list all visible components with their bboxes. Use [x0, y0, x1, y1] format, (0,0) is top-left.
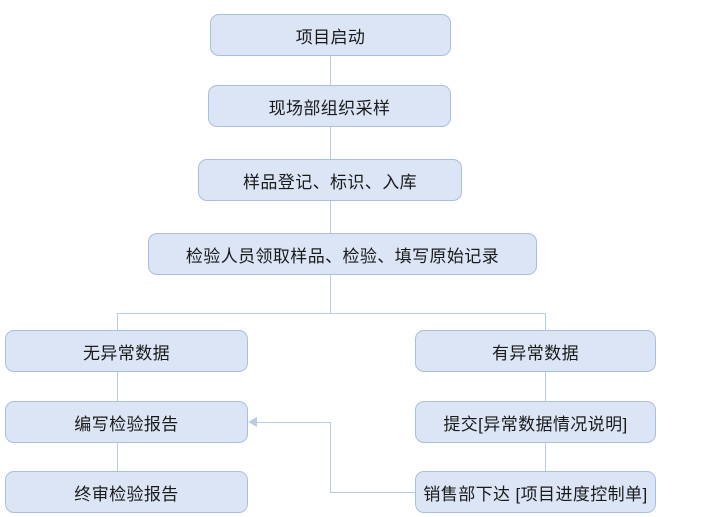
connector-feedback-to-n7 [256, 422, 331, 423]
flow-node-n4[interactable]: 检验人员领取样品、检验、填写原始记录 [148, 233, 537, 275]
flow-node-n2[interactable]: 现场部组织采样 [208, 85, 451, 127]
flow-node-n5[interactable]: 无异常数据 [5, 330, 248, 372]
flow-node-n10[interactable]: 销售部下达 [项目进度控制单] [415, 471, 656, 513]
connector-n2-to-n3 [330, 127, 331, 159]
connector-n6-to-n8 [545, 372, 546, 401]
connector-n10-feedback-h [330, 492, 416, 493]
connector-branch-bar [117, 313, 546, 314]
connector-n1-to-n2 [330, 56, 331, 85]
connector-branch-to-n5 [117, 313, 118, 330]
flow-node-n6[interactable]: 有异常数据 [415, 330, 656, 372]
connector-n7-to-n9 [117, 443, 118, 471]
flow-node-n9[interactable]: 终审检验报告 [5, 471, 248, 513]
arrowhead-arrow-into-n7 [248, 417, 257, 427]
flow-node-n7[interactable]: 编写检验报告 [5, 401, 248, 443]
connector-n4-to-branch [330, 275, 331, 313]
connector-n3-to-n4 [330, 201, 331, 233]
flow-node-n8[interactable]: 提交[异常数据情况说明] [415, 401, 656, 443]
connector-n8-to-n10 [545, 443, 546, 471]
connector-n10-feedback-v [330, 422, 331, 493]
flow-node-n3[interactable]: 样品登记、标识、入库 [198, 159, 462, 201]
flow-node-n1[interactable]: 项目启动 [210, 14, 451, 56]
connector-n5-to-n7 [117, 372, 118, 401]
connector-branch-to-n6 [545, 313, 546, 330]
